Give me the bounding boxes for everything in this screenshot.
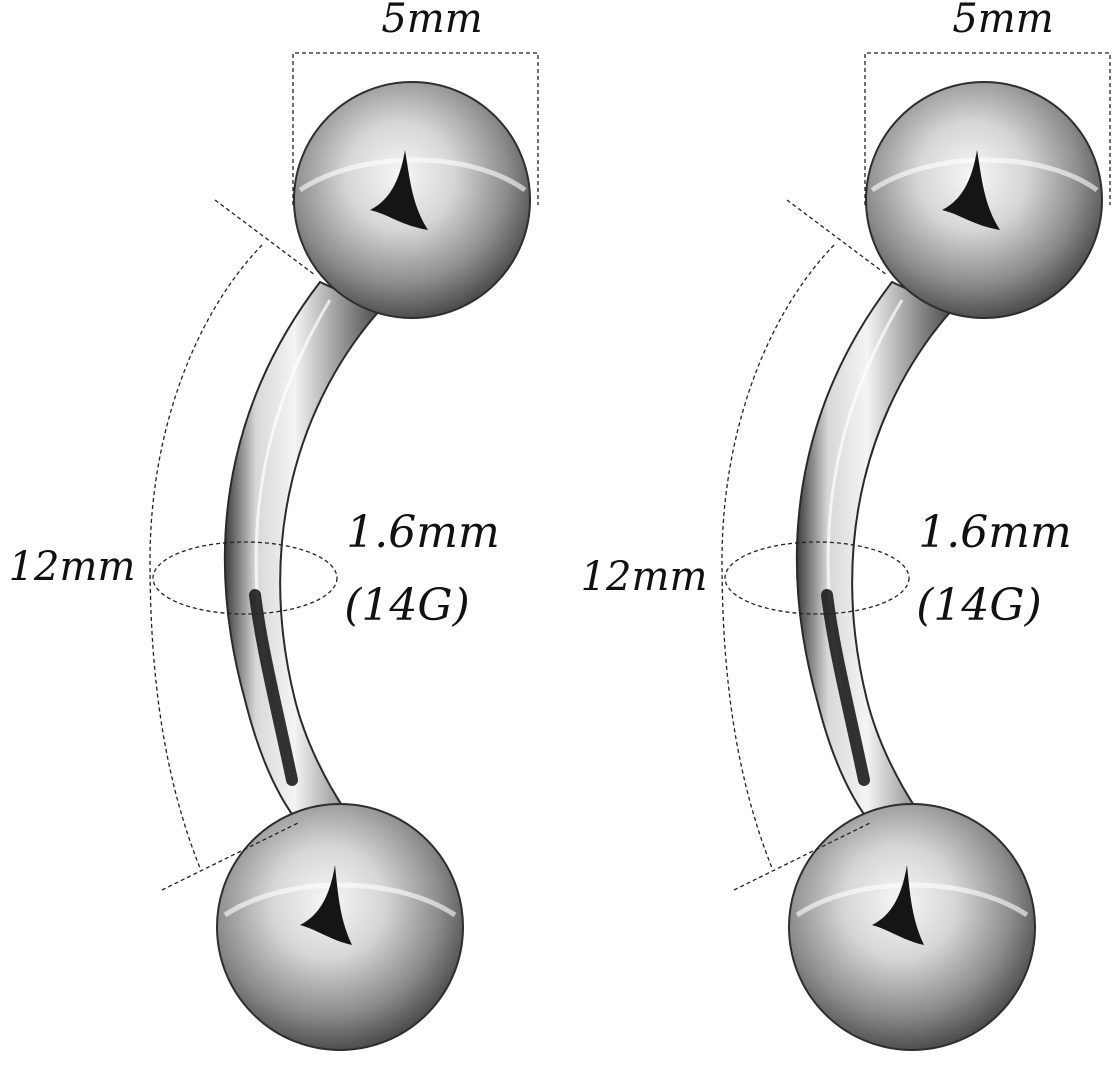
barbell-left-image (217, 82, 530, 1050)
barbell-right-image (789, 82, 1102, 1050)
length-label: 12mm (581, 554, 708, 600)
gauge-label: (14G) (916, 580, 1041, 631)
ball-diameter-label: 5mm (952, 0, 1053, 42)
barbell-left: 5mm 12mm 1.6mm (14G) (9, 0, 539, 1050)
length-label: 12mm (9, 544, 136, 590)
thickness-label: 1.6mm (918, 507, 1071, 558)
ball-diameter-label: 5mm (381, 0, 482, 42)
barbell-right: 5mm 12mm 1.6mm (14G) (581, 0, 1111, 1050)
thickness-label: 1.6mm (346, 507, 499, 558)
gauge-label: (14G) (344, 580, 469, 631)
